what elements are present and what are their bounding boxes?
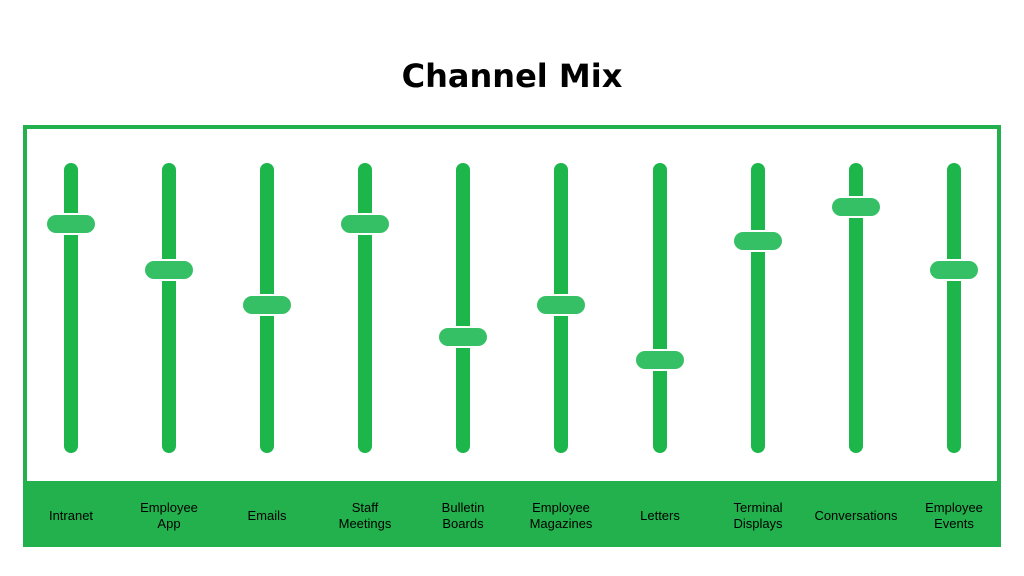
channel-label: Letters	[640, 508, 680, 523]
channel-emails: Emails	[219, 129, 315, 547]
slider-knob[interactable]	[243, 296, 291, 315]
slider-track[interactable]	[751, 163, 765, 453]
slider-track[interactable]	[947, 163, 961, 453]
channel-label: Employee Events	[925, 500, 983, 531]
slider-track[interactable]	[64, 163, 78, 453]
slider-track[interactable]	[849, 163, 863, 453]
channel-letters: Letters	[612, 129, 708, 547]
channel-staff-meetings: Staff Meetings	[317, 129, 413, 547]
slider-track[interactable]	[358, 163, 372, 453]
channel-label: Conversations	[814, 508, 898, 523]
slider-track[interactable]	[162, 163, 176, 453]
channel-terminal-displays: Terminal Displays	[710, 129, 806, 547]
channel-employee-app: Employee App	[121, 129, 217, 547]
slider-knob[interactable]	[734, 232, 782, 251]
slider-knob[interactable]	[439, 328, 487, 346]
slider-knob[interactable]	[930, 261, 978, 280]
channel-employee-events: Employee Events	[906, 129, 1002, 547]
channel-intranet: Intranet	[23, 129, 119, 547]
slider-knob[interactable]	[145, 261, 193, 280]
channel-bulletin-boards: Bulletin Boards	[415, 129, 511, 547]
slider-knob[interactable]	[47, 214, 95, 233]
slider-track[interactable]	[653, 163, 667, 453]
channel-conversations: Conversations	[808, 129, 904, 547]
page-title: Channel Mix	[401, 57, 623, 95]
slider-knob[interactable]	[832, 197, 880, 216]
slider-knob[interactable]	[537, 296, 585, 315]
slider-track[interactable]	[456, 163, 470, 453]
channel-mixer-panel: Intranet Employee App Emails Staff Meeti…	[23, 125, 1001, 547]
channel-label: Staff Meetings	[338, 500, 392, 531]
channel-label: Bulletin Boards	[441, 500, 485, 531]
channel-label: Emails	[247, 508, 287, 523]
channel-label: Intranet	[48, 508, 94, 523]
channel-label-bar	[27, 481, 997, 543]
channel-label: Employee App	[140, 500, 198, 531]
channel-label: Employee Magazines	[529, 500, 593, 531]
slider-knob[interactable]	[341, 214, 389, 233]
channel-label: Terminal Displays	[733, 500, 783, 531]
slider-knob[interactable]	[636, 351, 684, 370]
channel-employee-magazines: Employee Magazines	[513, 129, 609, 547]
